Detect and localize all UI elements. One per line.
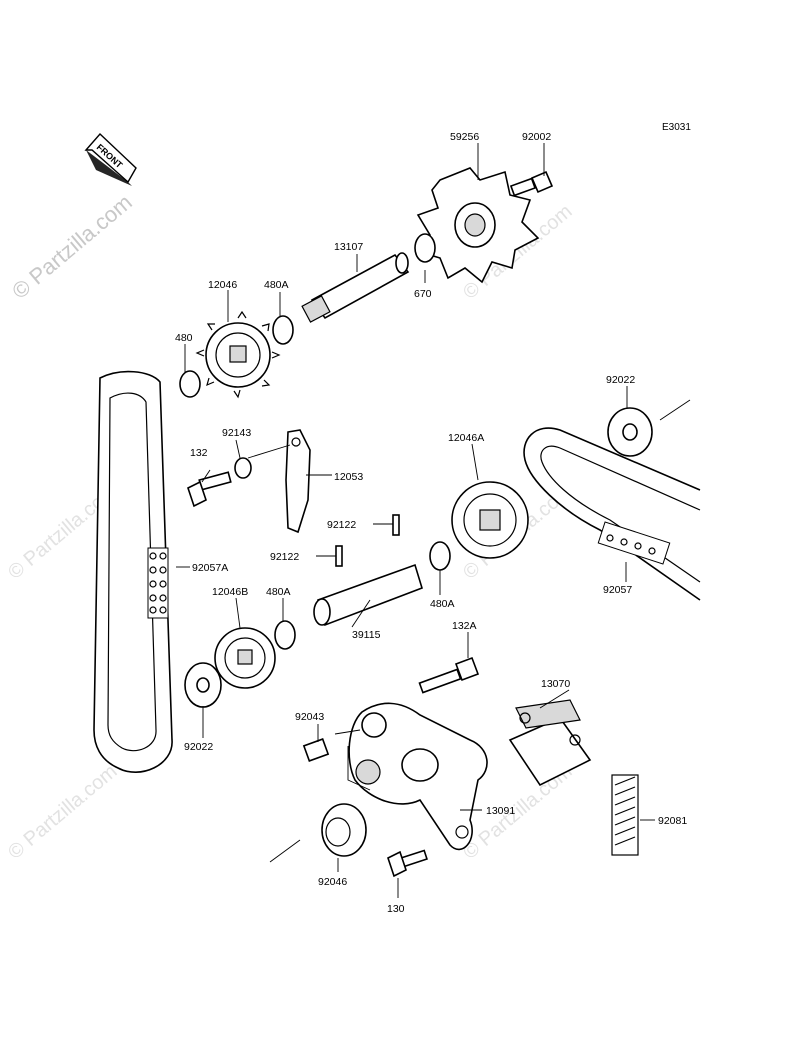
label-92046: 92046 [318,876,347,888]
bolt-132A [418,656,480,694]
label-59256: 59256 [450,131,479,143]
diagram-code: E3031 [662,122,691,133]
tensioner-arm-13091 [348,702,488,851]
sprocket-12046A [451,481,529,559]
label-92122-b: 92122 [270,551,299,563]
washer-92022-left [184,662,222,708]
chain-92057A [93,370,173,773]
chain-link-block [147,547,169,619]
circlip-480A-mid [274,620,296,650]
label-480: 480 [175,332,193,344]
label-480A-top: 480A [264,279,289,291]
label-13070: 13070 [541,678,570,690]
washer-92143 [234,457,252,479]
bearing-92046 [321,803,367,857]
label-13091: 13091 [486,805,515,817]
leader-lines [176,143,655,898]
shaft-39115 [313,563,423,627]
label-92022-left: 92022 [184,741,213,753]
collar-92043 [302,738,330,762]
label-39115: 39115 [352,629,381,641]
label-92122-a: 92122 [327,519,356,531]
label-13107: 13107 [334,241,363,253]
bolt-130 [387,849,428,878]
chain-link-block-right [597,521,671,565]
label-132A: 132A [452,620,477,632]
label-130: 130 [387,903,405,915]
circlip-480 [179,370,201,398]
circlip-480A-top [272,315,294,345]
label-12046A: 12046A [448,432,484,444]
part-labels: 59256 92002 13107 670 12046 480A 480 920… [175,131,687,915]
label-132: 132 [190,447,208,459]
label-92057A: 92057A [192,562,228,574]
label-92002: 92002 [522,131,551,143]
spring-92081 [611,774,639,856]
label-92043: 92043 [295,711,324,723]
label-92022-right: 92022 [606,374,635,386]
front-arrow-icon: FRONT [84,132,137,186]
label-92143: 92143 [222,427,251,439]
label-12053: 12053 [334,471,363,483]
idler-wheel-59256 [416,167,540,284]
label-92081: 92081 [658,815,687,827]
label-670: 670 [414,288,432,300]
pin-92122-a [392,514,400,536]
chain-guide-12053 [285,429,311,534]
shaft-13107 [301,252,410,323]
bolt-132 [187,471,232,508]
label-480A-mid: 480A [266,586,291,598]
washer-92022-right [607,407,653,457]
watermark-left-bottom: © Partzilla.com [4,760,121,863]
watermark-main: © Partzilla.com [7,189,137,303]
pin-92122-b [335,545,343,567]
bolt-92002 [509,170,554,197]
label-480A-right: 480A [430,598,455,610]
sprocket-12046B [214,627,276,689]
chain-92057 [523,399,701,601]
sprocket-12046 [195,310,281,399]
label-12046: 12046 [208,279,237,291]
circlip-480A-right [429,541,451,571]
label-12046B: 12046B [212,586,248,598]
o-ring-670 [414,233,436,263]
label-92057: 92057 [603,584,632,596]
slider-13070 [508,699,592,787]
